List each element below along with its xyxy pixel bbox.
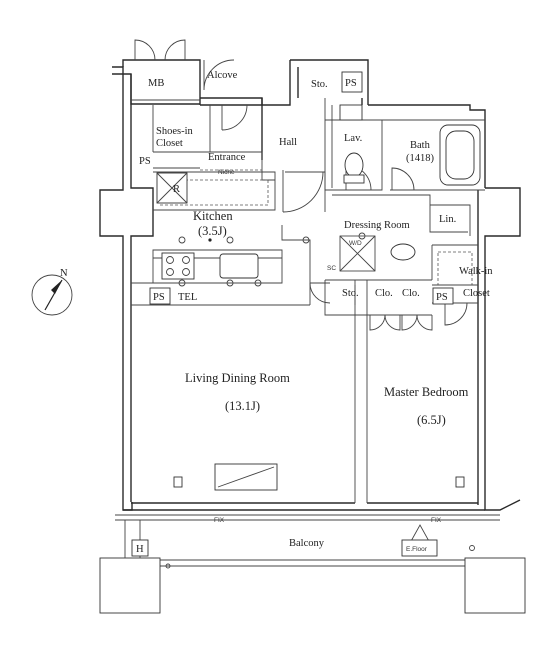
cooktop: [161, 252, 195, 280]
balcony-pillar-right: [464, 557, 526, 614]
balcony-pillar-left: [99, 557, 161, 614]
label-hatch: H: [136, 544, 144, 555]
label-sto-mid: Sto.: [342, 288, 359, 299]
doors: [134, 39, 468, 331]
fixtures: [156, 104, 481, 491]
label-shoes-in-closet: Closet: [156, 138, 183, 149]
label-fix-left: FIX: [214, 517, 225, 524]
toilet: [344, 152, 364, 178]
label-walk-in-closet: Closet: [463, 288, 490, 299]
vent-left: [173, 476, 183, 488]
label-e-floor: E.Floor: [406, 546, 428, 553]
compass-icon: [31, 274, 73, 316]
label-kitchen: Kitchen: [193, 209, 233, 223]
kitchen-sink: [219, 253, 259, 279]
e-floor-box: [401, 539, 438, 557]
basin: [390, 243, 416, 261]
label-shoes-in: Shoes-in: [156, 126, 194, 137]
label-entrance: Entrance: [208, 152, 246, 163]
label-ps-living: PS: [153, 292, 165, 303]
balcony: [99, 514, 526, 614]
hatch-box: [131, 539, 149, 557]
label-walk-in: Walk-in: [459, 266, 493, 277]
label-alcove: Alcove: [207, 70, 238, 81]
label-sc: SC: [327, 265, 336, 272]
label-clo-2: Clo.: [402, 288, 420, 299]
label-fix-right: FIX: [431, 517, 442, 524]
sink: [339, 104, 363, 121]
label-master-size: (6.5J): [417, 413, 446, 427]
label-mb: MB: [148, 78, 164, 89]
label-refrigerator: R: [173, 184, 180, 195]
label-dressing-room: Dressing Room: [344, 220, 410, 231]
label-master: Master Bedroom: [384, 385, 469, 399]
label-compass: N: [60, 268, 68, 279]
label-living: Living Dining Room: [185, 371, 290, 385]
label-hall: Hall: [279, 137, 297, 148]
label-ps-top: PS: [345, 78, 357, 89]
label-sto-top: Sto.: [311, 79, 328, 90]
label-bath-size: (1418): [406, 153, 434, 164]
label-ps-entrance: PS: [139, 156, 151, 167]
label-clo-1: Clo.: [375, 288, 393, 299]
label-wd: W/D: [349, 240, 362, 247]
exterior-walls: [99, 59, 521, 511]
label-kitchen-size: (3.5J): [198, 224, 227, 238]
vent-right: [455, 476, 465, 488]
label-bath: Bath: [410, 140, 431, 151]
label-ps-walkin: PS: [436, 292, 448, 303]
labels: MB Alcove Sto. PS Shoes-in Closet Hall L…: [60, 70, 493, 555]
label-living-size: (13.1J): [225, 399, 260, 413]
label-niche: Niche: [218, 169, 235, 176]
label-lin: Lin.: [439, 214, 456, 225]
label-lav: Lav.: [344, 133, 362, 144]
label-tel: TEL: [178, 292, 197, 303]
label-balcony: Balcony: [289, 538, 325, 549]
